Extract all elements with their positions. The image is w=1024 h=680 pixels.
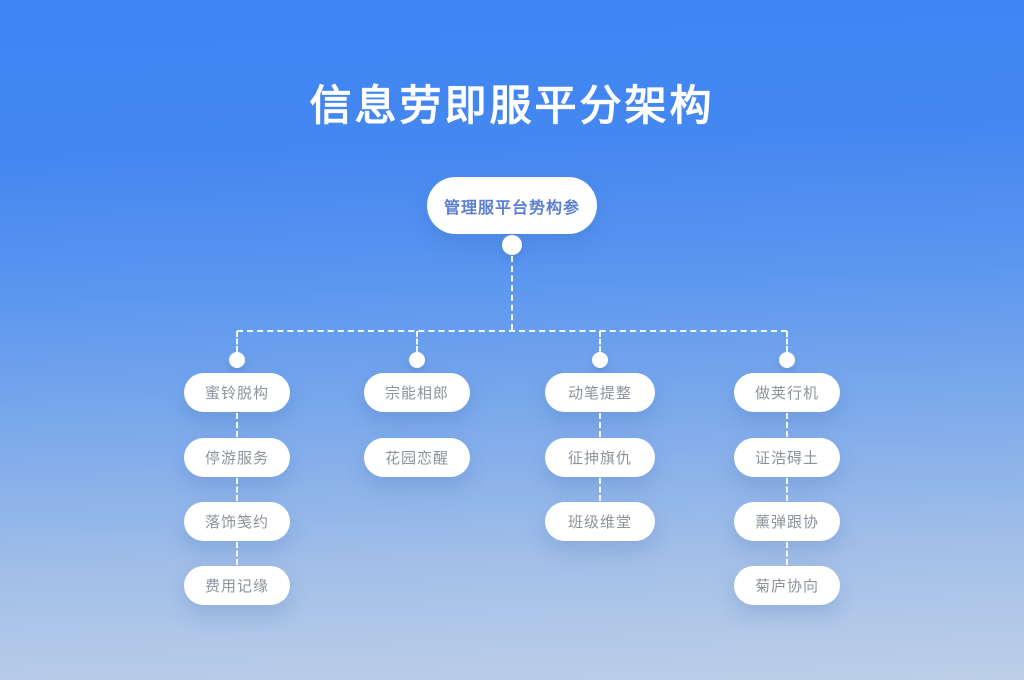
node-label: 征抻旗仇	[567, 450, 632, 467]
node-label: 停游服务	[204, 450, 269, 467]
branch-stub-line	[416, 331, 418, 352]
node-1-4: 费用记缘	[184, 566, 290, 605]
node-label: 落饰笺约	[204, 514, 269, 531]
node-label: 证浩碍土	[754, 450, 819, 467]
node-gap-line	[236, 478, 238, 501]
node-4-2: 证浩碍土	[734, 438, 840, 477]
root-connector-dot	[502, 235, 522, 255]
node-label: 花园恋醒	[384, 450, 449, 467]
root-node-label: 管理服平台势构参	[443, 199, 580, 217]
node-1-1: 蜜铃脱构	[184, 373, 290, 412]
node-gap-line	[599, 478, 601, 501]
node-gap-line	[786, 478, 788, 501]
branch-stub-line	[599, 331, 601, 352]
node-label: 薰弹跟协	[754, 514, 819, 531]
node-1-3: 落饰笺约	[184, 502, 290, 541]
node-4-1: 做荚行机	[734, 373, 840, 412]
node-3-3: 班级维堂	[545, 502, 655, 541]
node-label: 做荚行机	[754, 385, 819, 402]
page-title: 信息劳即服平分架构	[309, 82, 715, 129]
node-gap-line	[236, 542, 238, 565]
node-label: 宗能相郎	[384, 385, 449, 402]
node-gap-line	[236, 413, 238, 437]
branch-stub-line	[786, 331, 788, 352]
node-4-4: 菊庐协向	[734, 566, 840, 605]
node-2-2: 花园恋醒	[364, 438, 470, 477]
root-stem-line	[511, 256, 513, 330]
root-node: 管理服平台势构参	[427, 177, 597, 234]
branch-dot	[229, 352, 245, 368]
node-gap-line	[599, 413, 601, 437]
crossbar-line	[237, 330, 787, 332]
branch-dot	[779, 352, 795, 368]
node-1-2: 停游服务	[184, 438, 290, 477]
node-gap-line	[786, 413, 788, 437]
node-label: 蜜铃脱构	[204, 385, 269, 402]
node-2-1: 宗能相郎	[364, 373, 470, 412]
branch-stub-line	[236, 331, 238, 352]
node-label: 菊庐协向	[754, 578, 819, 595]
node-label: 动笔提整	[567, 385, 632, 402]
node-3-2: 征抻旗仇	[545, 438, 655, 477]
node-4-3: 薰弹跟协	[734, 502, 840, 541]
node-label: 班级维堂	[567, 514, 632, 531]
node-label: 费用记缘	[204, 578, 269, 595]
branch-dot	[409, 352, 425, 368]
node-3-1: 动笔提整	[545, 373, 655, 412]
node-gap-line	[786, 542, 788, 565]
branch-dot	[592, 352, 608, 368]
